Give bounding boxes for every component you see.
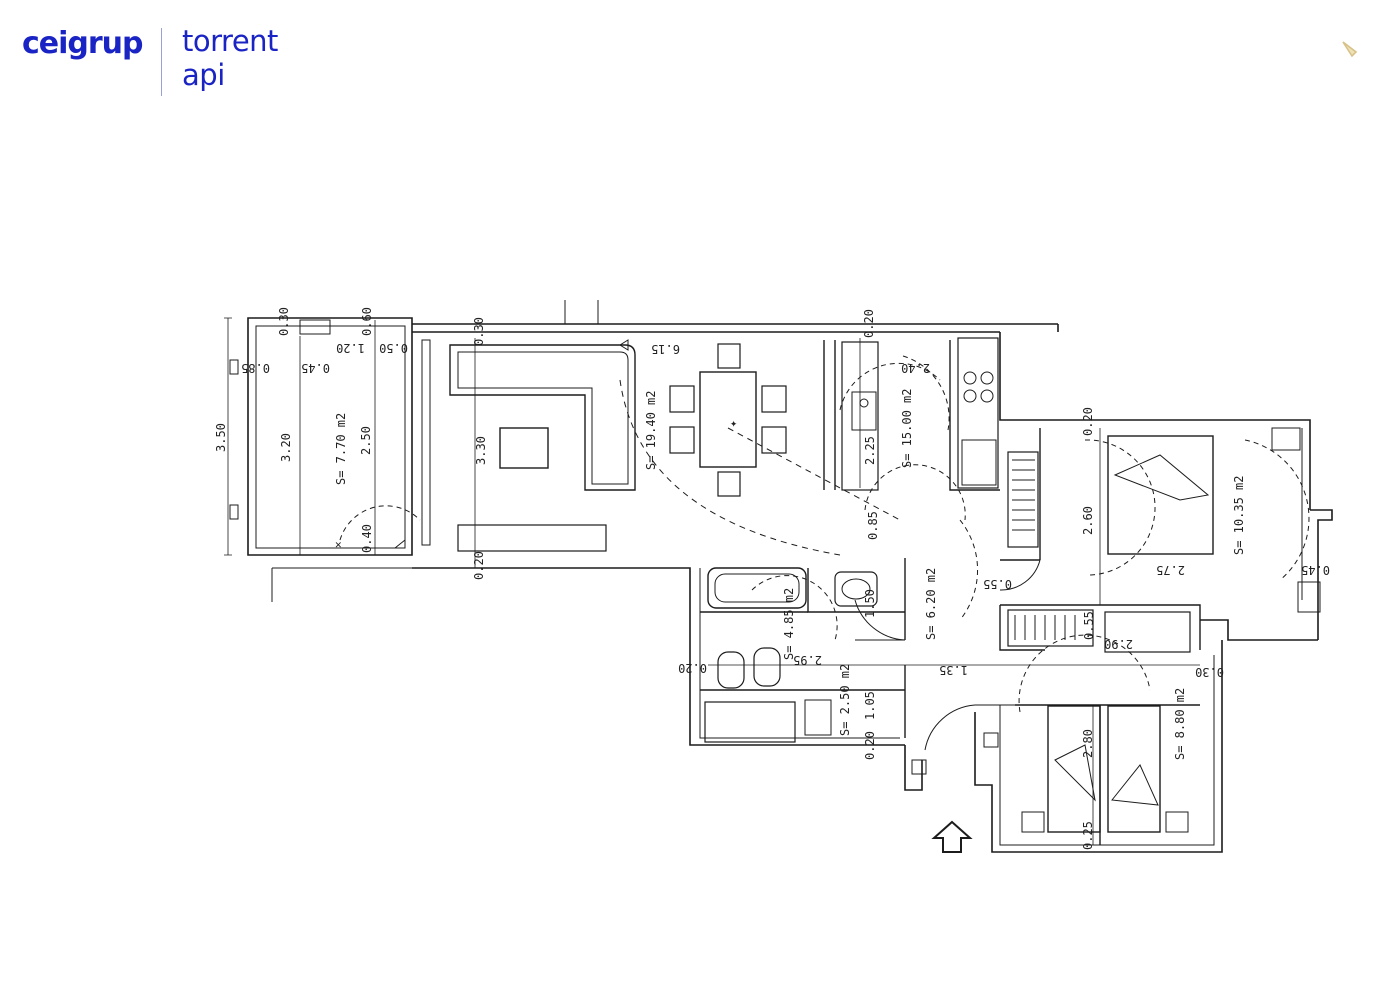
brand-line-api: api (182, 58, 225, 92)
label-hall-closet: 0.55 (983, 577, 1012, 591)
hall (854, 464, 999, 853)
label-hall-width: 1.35 (939, 663, 968, 677)
label-wc-depth: 1.05 (863, 691, 877, 720)
brand-logo-torrent-api: torrent api (182, 24, 278, 92)
label-kitchen-depth: 2.25 (863, 436, 877, 465)
label-bed2-depth: 2.80 (1081, 729, 1095, 758)
label-wc-area: S= 2.50 m2 (838, 664, 852, 736)
brand-logo-ceigrup: ceigrup (22, 26, 144, 61)
label-kitchen-area: S= 15.00 m2 (900, 389, 914, 468)
bathroom (704, 567, 905, 743)
label-bath1-gap: 1.50 (863, 589, 877, 618)
label-living-height: 3.30 (474, 436, 488, 465)
svg-text:✕: ✕ (335, 538, 342, 551)
label-bed1-area: S= 10.35 m2 (1232, 476, 1246, 555)
label-terrace-area: S= 7.70 m2 (334, 413, 348, 485)
brand-divider (160, 28, 163, 96)
bedroom-1 (999, 427, 1321, 613)
label-living-area: S= 19.40 m2 (644, 391, 658, 470)
label-bed2-side: 0.30 (1195, 665, 1224, 679)
stray-mark (1342, 41, 1358, 58)
label-terrace-w4: 0.50 (379, 341, 408, 355)
label-terrace-top1: 0.30 (277, 307, 291, 336)
label-terrace-depth: 2.50 (359, 426, 373, 455)
brand-header: ceigrup torrent api (22, 24, 278, 96)
label-bed1-width: 2.75 (1156, 563, 1185, 577)
label-kitchen-top: 0.20 (862, 309, 876, 338)
living-room: ✦ (449, 339, 901, 556)
svg-text:✦: ✦ (730, 416, 737, 430)
label-living-width: 6.15 (651, 342, 680, 356)
label-terrace-top2: 0.60 (360, 307, 374, 336)
label-terrace-w1: 0.85 (241, 361, 270, 375)
label-bath1-side: 0.20 (678, 661, 707, 675)
label-bed1-top: 0.20 (1081, 407, 1095, 436)
label-bed1-side: 0.45 (1301, 563, 1330, 577)
label-terrace-inner-height: 3.20 (279, 433, 293, 462)
label-kitchen-width: 2.40 (901, 361, 930, 375)
label-hall-closet2: 0.55 (1082, 611, 1096, 640)
label-bed2-area: S= 8.80 m2 (1173, 688, 1187, 760)
label-living-top: 0.30 (472, 317, 486, 346)
label-bath1-width: 2.95 (793, 653, 822, 667)
dimension-labels: 3.50 3.20 2.50 S= 7.70 m2 0.85 0.45 1.20… (214, 307, 1330, 850)
outer-walls (247, 300, 1333, 853)
dimension-lines (224, 317, 1200, 845)
label-wc-bottom: 0.20 (863, 731, 877, 760)
label-terrace-bottom: 0.40 (360, 524, 374, 553)
label-terrace-w3: 1.20 (336, 341, 365, 355)
label-bed2-closet: 2.90 (1104, 637, 1133, 651)
label-bed1-depth: 2.60 (1081, 506, 1095, 535)
kitchen (839, 337, 999, 491)
bedroom-2 (975, 609, 1191, 833)
label-living-bottom: 0.20 (472, 551, 486, 580)
label-terrace-height: 3.50 (214, 423, 228, 452)
label-kitchen-bottom: 0.85 (866, 511, 880, 540)
label-bath1-area: S= 4.85 m2 (782, 588, 796, 660)
brand-line-torrent: torrent (182, 24, 278, 58)
label-terrace-w2: 0.45 (301, 361, 330, 375)
label-hall-area: S= 6.20 m2 (924, 568, 938, 640)
terrace: ✕ (229, 319, 421, 551)
label-bed2-bottom: 0.25 (1081, 821, 1095, 850)
